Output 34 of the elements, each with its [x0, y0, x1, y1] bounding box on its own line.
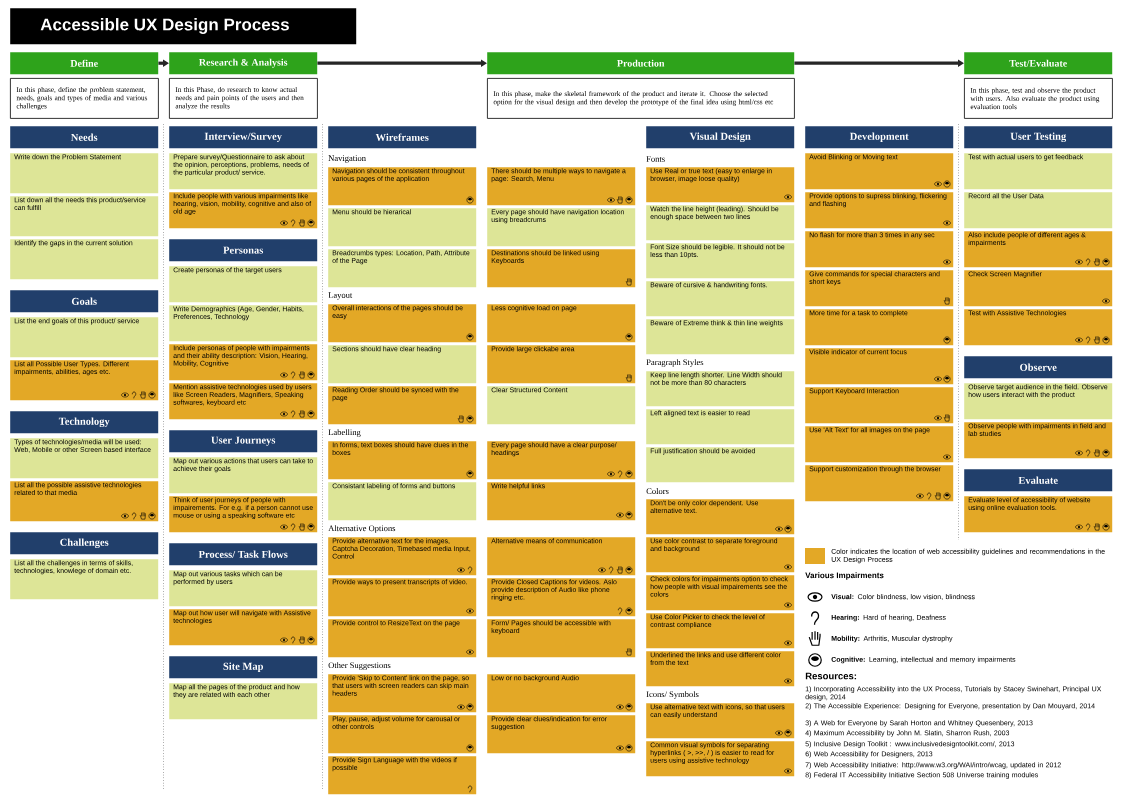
- section-header: Evaluate: [964, 469, 1113, 492]
- subheading: Labelling: [328, 429, 361, 437]
- section-header: User Journeys: [169, 430, 318, 453]
- subheading: Icons/ Symbols: [646, 691, 699, 699]
- phase-box: Define: [10, 52, 159, 75]
- section-header: Observe: [964, 356, 1113, 379]
- subheading: Alternative Options: [328, 525, 396, 533]
- section-header: Personas: [169, 239, 318, 262]
- section-header: Challenges: [10, 532, 159, 555]
- subheading: Other Suggestions: [328, 662, 391, 670]
- subheading: Paragraph Styles: [646, 359, 704, 367]
- section-header: Goals: [10, 290, 159, 313]
- subheading: Navigation: [328, 155, 366, 163]
- title-banner: Accessible UX Design Process: [10, 8, 357, 45]
- phase-box: Production: [487, 52, 795, 75]
- section-header: Technology: [10, 411, 159, 434]
- phase-box: Test/Evaluate: [964, 52, 1113, 75]
- phase-box: Research & Analysis: [169, 52, 318, 75]
- section-header: Development: [805, 126, 954, 149]
- section-header: Site Map: [169, 656, 318, 679]
- section-header: Wireframes: [328, 126, 477, 149]
- section-header: Needs: [10, 126, 159, 149]
- arrow: [794, 59, 964, 67]
- arrow: [158, 59, 169, 67]
- section-header: Visual Design: [646, 126, 795, 149]
- subheading: Layout: [328, 292, 353, 300]
- section-header: Interview/Survey: [169, 126, 318, 149]
- legend-heading: Various Impairments: [805, 572, 884, 580]
- subheading: Colors: [646, 488, 669, 494]
- arrow: [317, 59, 487, 67]
- section-header: Process/ Task Flows: [169, 543, 318, 566]
- section-header: User Testing: [964, 126, 1113, 149]
- resources-heading: Resources:: [805, 672, 857, 680]
- subheading: Fonts: [646, 156, 665, 162]
